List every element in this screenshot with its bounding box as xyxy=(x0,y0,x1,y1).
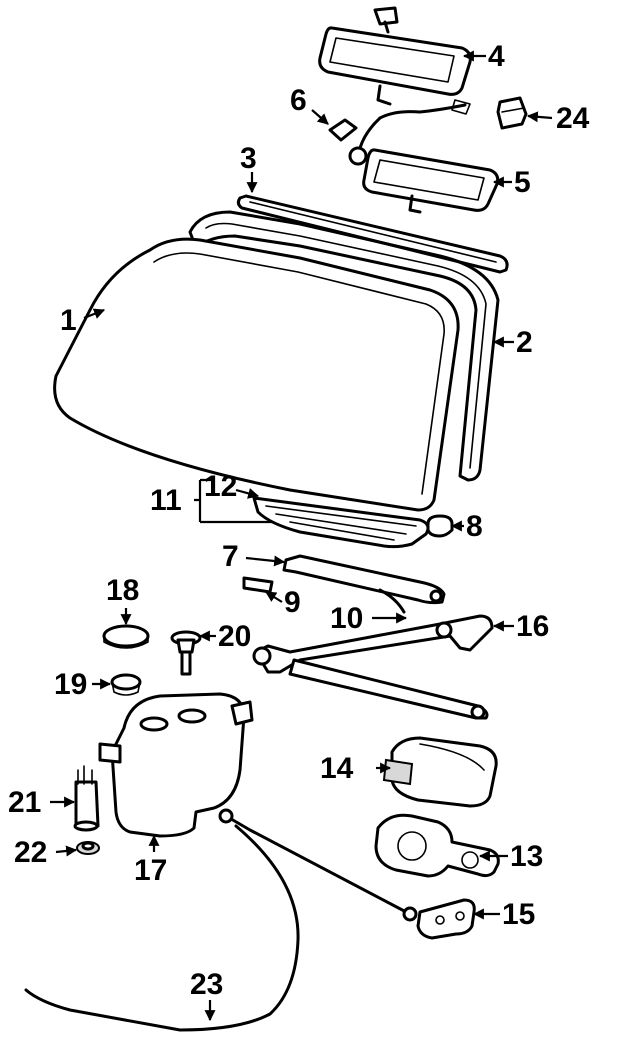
part-19-grommet xyxy=(110,673,142,696)
part-3-upper-molding xyxy=(236,194,509,274)
callout-12: 12 xyxy=(204,470,237,503)
part-5-auto-dim-mirror xyxy=(348,99,500,214)
callout-leaders xyxy=(50,50,553,1022)
part-24-connector xyxy=(496,96,528,130)
part-13-wiper-motor xyxy=(374,813,500,878)
part-8-plug xyxy=(426,514,454,538)
part-17-washer-reservoir xyxy=(98,692,254,838)
part-20-level-sensor xyxy=(170,630,202,676)
callout-15: 15 xyxy=(502,898,535,931)
callout-10: 10 xyxy=(330,602,363,635)
callout-9: 9 xyxy=(284,586,301,619)
callout-2: 2 xyxy=(516,326,533,359)
callout-17: 17 xyxy=(134,854,167,887)
callout-6: 6 xyxy=(290,84,307,117)
callout-numbers: 4 6 24 3 5 1 2 12 11 8 7 9 10 16 18 20 1… xyxy=(8,40,590,1001)
callout-4: 4 xyxy=(488,40,505,73)
part-1-windshield xyxy=(53,237,460,512)
part-16-wiper-linkage xyxy=(252,614,494,720)
callout-8: 8 xyxy=(466,510,483,543)
part-14-motor-cover xyxy=(382,736,498,808)
part-7-wiper-arm xyxy=(282,554,446,605)
callout-20: 20 xyxy=(218,620,251,653)
callout-22: 22 xyxy=(14,836,47,869)
callout-11: 11 xyxy=(150,484,182,517)
part-22-pump-grommet xyxy=(76,841,100,855)
callout-24: 24 xyxy=(556,102,590,135)
callout-16: 16 xyxy=(516,610,549,643)
callout-7: 7 xyxy=(222,540,239,573)
part-6-clip xyxy=(328,118,358,142)
part-18-cap xyxy=(102,624,150,649)
callout-13: 13 xyxy=(510,840,543,873)
part-15-bracket xyxy=(416,898,476,940)
callout-1: 1 xyxy=(60,304,77,337)
part-10-wiper-blade xyxy=(378,588,406,614)
part-9-clip xyxy=(242,576,274,594)
callout-5: 5 xyxy=(514,166,531,199)
callout-19: 19 xyxy=(54,668,87,701)
callout-21: 21 xyxy=(8,786,41,819)
part-2-reveal-molding xyxy=(188,210,500,482)
callout-23: 23 xyxy=(190,968,223,1001)
part-23-washer-hose xyxy=(24,808,418,1032)
callout-14: 14 xyxy=(320,752,354,785)
part-4-rearview-mirror xyxy=(318,6,472,106)
callout-18: 18 xyxy=(106,574,139,607)
part-21-washer-pump xyxy=(73,765,100,832)
callout-3: 3 xyxy=(240,142,257,175)
